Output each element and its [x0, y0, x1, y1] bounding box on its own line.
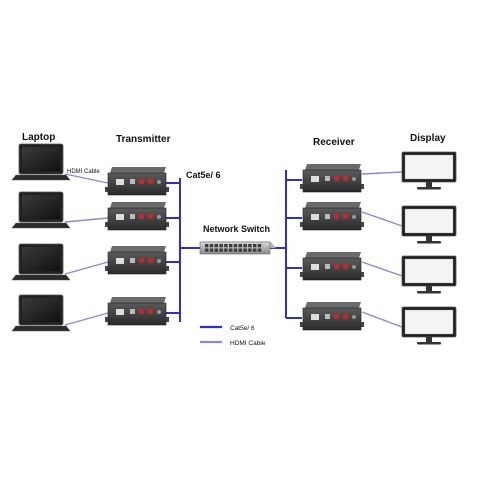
switch-port [253, 244, 257, 248]
receiver-column [300, 164, 364, 331]
switch-port [229, 244, 233, 248]
receiver-box-icon [300, 202, 364, 231]
network-switch-icon [199, 241, 277, 255]
switch-port [224, 248, 228, 252]
switch-port [238, 244, 242, 248]
header-receiver: Receiver [313, 137, 355, 148]
switch-port [209, 244, 214, 248]
monitor-icon [401, 205, 457, 244]
switch-port [238, 248, 242, 252]
hdmi-cable-rx-2 [361, 211, 403, 227]
switch-port [219, 244, 223, 248]
switch-port [243, 244, 247, 248]
switch-port [205, 248, 209, 252]
hdmi-cable-rx-4 [361, 311, 403, 328]
switch-port [209, 248, 214, 252]
hdmi-cable-rx-1 [361, 171, 403, 175]
laptop-icon [11, 191, 71, 229]
hdmi-cable-tx-3 [64, 261, 109, 275]
legend-label-cat: Cat5e/ 6 [230, 325, 255, 332]
legend: Cat5e/ 6 HDMI Cable [200, 325, 266, 347]
transmitter-box-icon [105, 246, 169, 275]
receiver-box-icon [300, 164, 364, 193]
laptop-icon [11, 294, 71, 332]
transmitter-box-icon [105, 167, 169, 196]
hdmi-cable-tx-4 [64, 312, 109, 326]
header-laptop: Laptop [22, 132, 55, 143]
laptop-column [11, 143, 71, 332]
transmitter-column [105, 167, 169, 326]
switch-port [243, 248, 247, 252]
hdmi-cable-rx-3 [361, 261, 403, 277]
switch-port [248, 248, 252, 252]
switch-port [224, 244, 228, 248]
transmitter-box-icon [105, 202, 169, 231]
switch-port [253, 248, 257, 252]
cat-cable-label: Cat5e/ 6 [186, 170, 221, 180]
receiver-box-icon [300, 302, 364, 331]
monitor-icon [401, 151, 457, 190]
switch-port [214, 248, 218, 252]
switch-port [257, 248, 262, 252]
transmitter-box-icon [105, 297, 169, 326]
hdmi-cable-tx-2 [64, 217, 109, 223]
network-switch-label: Network Switch [203, 224, 270, 234]
switch-port [257, 244, 262, 248]
switch-port [214, 244, 218, 248]
header-display: Display [410, 133, 446, 144]
display-column [401, 151, 457, 345]
switch-port [248, 244, 252, 248]
laptop-icon [11, 143, 71, 181]
hdmi-cable-tx-1 [64, 173, 109, 184]
hdmi-cable-label: HDMI Cable [67, 169, 100, 175]
header-transmitter: Transmitter [116, 134, 171, 145]
laptop-icon [11, 243, 71, 281]
switch-port [233, 248, 238, 252]
switch-port [233, 244, 238, 248]
monitor-icon [401, 306, 457, 345]
monitor-icon [401, 255, 457, 294]
switch-port [229, 248, 233, 252]
receiver-box-icon [300, 252, 364, 281]
switch-port [219, 248, 223, 252]
switch-port [205, 244, 209, 248]
legend-label-hdmi: HDMI Cable [230, 340, 266, 347]
